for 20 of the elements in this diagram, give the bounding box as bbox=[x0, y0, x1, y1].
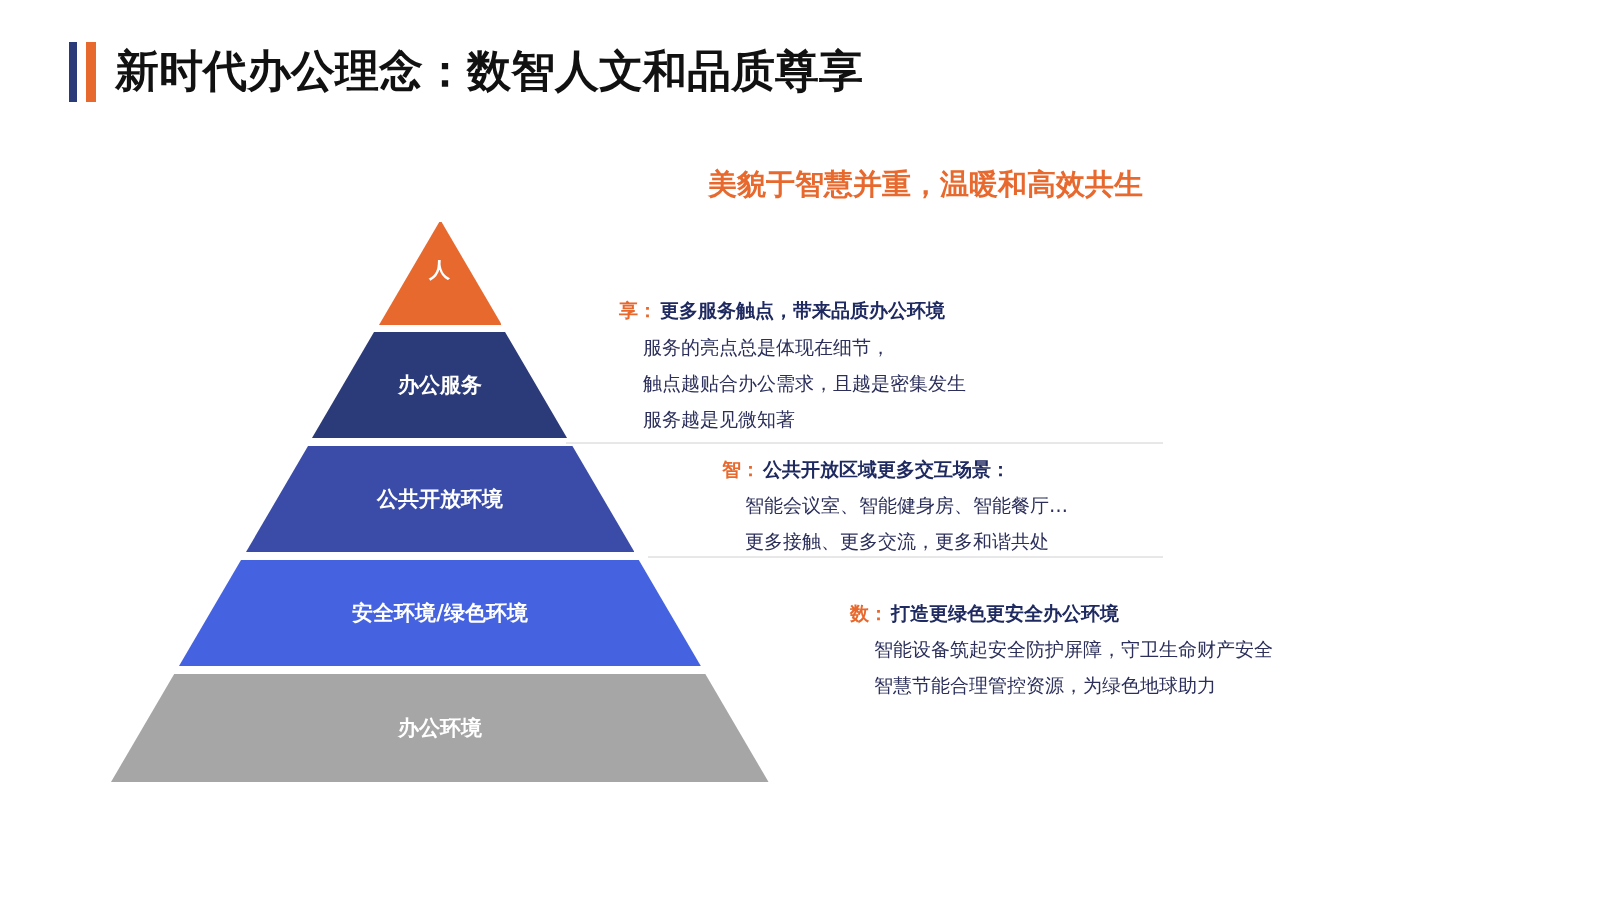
pyramid-top-triangle: 人 bbox=[378, 222, 502, 325]
description-text: 服务的亮点总是体现在细节， bbox=[643, 335, 890, 360]
pyramid-layer: 安全环境/绿色环境 bbox=[179, 560, 701, 666]
title: 新时代办公理念：数智人文和品质尊享 bbox=[115, 44, 863, 98]
key-letter: 数： bbox=[850, 601, 888, 626]
key-letter: 智： bbox=[722, 457, 760, 482]
point-heading: 公共开放区域更多交互场景： bbox=[763, 457, 1010, 482]
point-heading: 打造更绿色更安全办公环境 bbox=[891, 601, 1119, 626]
pyramid-layer: 公共开放环境 bbox=[245, 446, 635, 552]
key-letter: 享： bbox=[619, 298, 657, 323]
description-text: 智能会议室、智能健身房、智能餐厅… bbox=[745, 493, 1068, 518]
description-text: 服务越是见微知著 bbox=[643, 407, 795, 432]
point-heading: 更多服务触点，带来品质办公环境 bbox=[660, 298, 945, 323]
description-text: 智慧节能合理管控资源，为绿色地球助力 bbox=[874, 673, 1216, 698]
pyramid-layer: 办公环境 bbox=[111, 674, 769, 782]
description-text: 更多接触、更多交流，更多和谐共处 bbox=[745, 529, 1049, 554]
subtitle: 美貌于智慧并重，温暖和高效共生 bbox=[707, 166, 1143, 203]
pyramid-layer: 办公服务 bbox=[312, 332, 568, 438]
description-text: 触点越贴合办公需求，且越是密集发生 bbox=[643, 371, 966, 396]
description-text: 智能设备筑起安全防护屏障，守卫生命财产安全 bbox=[874, 637, 1273, 662]
